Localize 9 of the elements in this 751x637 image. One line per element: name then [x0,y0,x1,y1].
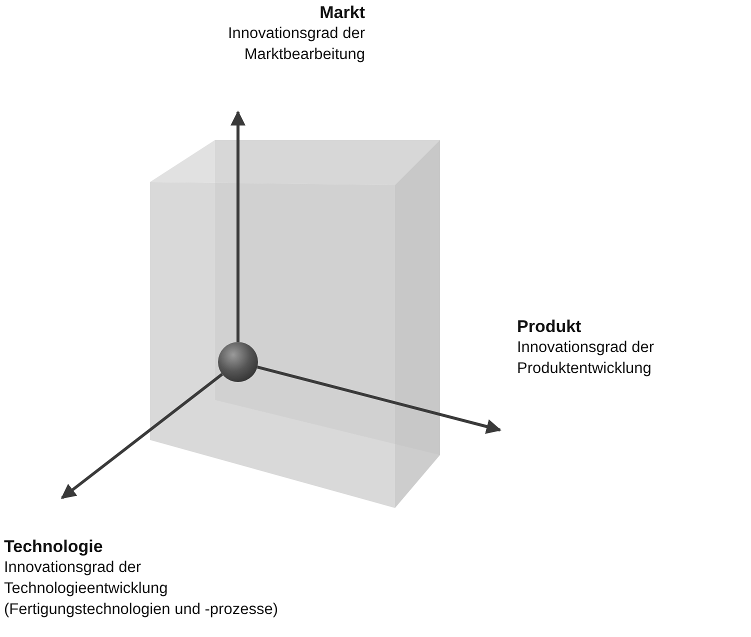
axis-arrow [60,373,224,500]
axis-arrow [256,366,502,434]
axis-title: Produkt [517,316,582,337]
axis-arrow [230,110,246,342]
axis-description: Innovationsgrad der Produktentwicklung [517,338,656,379]
axis-description: Innovationsgrad der Marktbearbeitung [226,24,365,65]
axis-title: Technologie [4,536,103,557]
axis-description: Innovationsgrad der Technologieentwicklung (Fertigungstechnologien und -prozesse) [4,558,279,620]
axis-title: Markt [320,2,365,23]
